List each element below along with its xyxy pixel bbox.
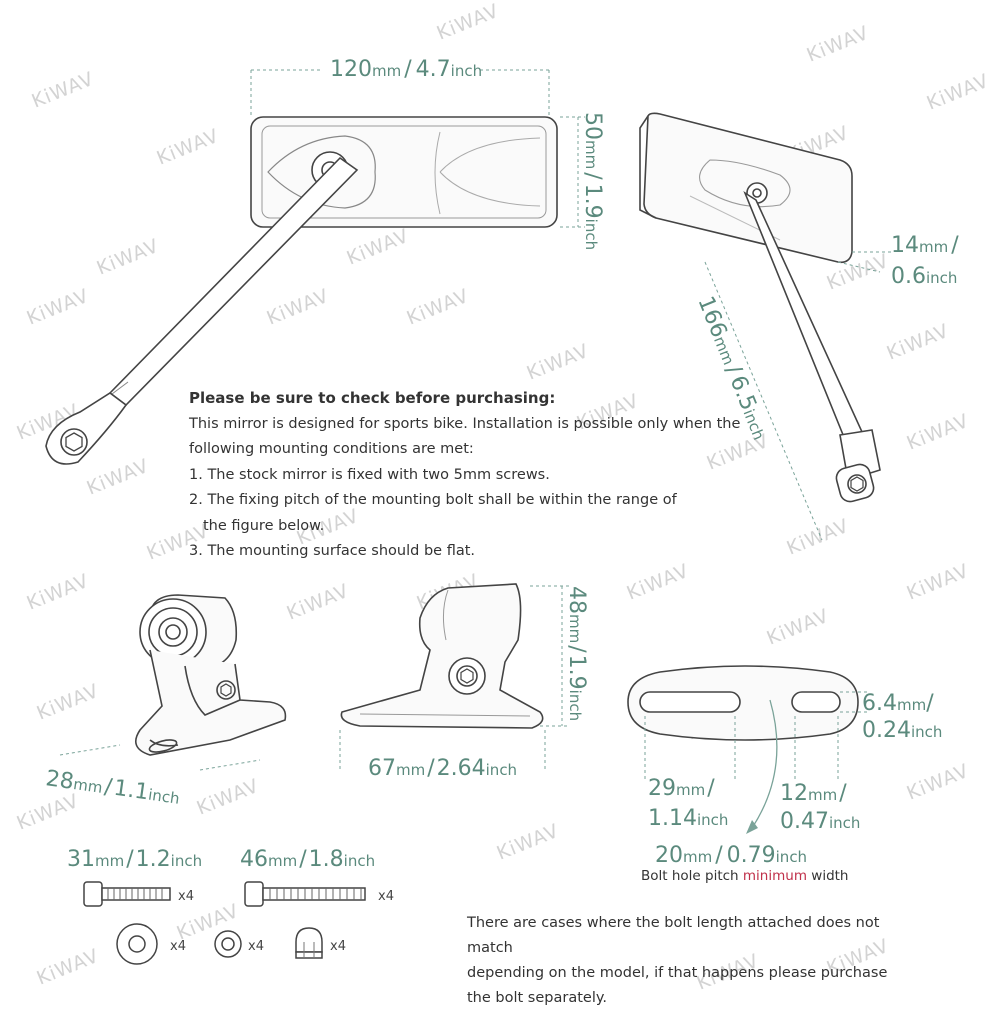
- dim-slot-width: 6.4mm/: [862, 691, 934, 716]
- watermark: KiWAV: [524, 340, 593, 385]
- watermark: KiWAV: [154, 125, 223, 170]
- notice-item: 2. The fixing pitch of the mounting bolt…: [189, 492, 677, 508]
- notice-intro-line: This mirror is designed for sports bike.…: [189, 415, 741, 432]
- dim-mount-length: 67mm/2.64inch: [368, 756, 517, 781]
- watermark: KiWAV: [284, 580, 353, 625]
- watermark: KiWAV: [764, 605, 833, 650]
- bolt-pitch-caption: Bolt hole pitch minimum width: [641, 868, 849, 884]
- dimension-lines: [250, 69, 585, 228]
- watermark: KiWAV: [14, 790, 83, 835]
- watermark: KiWAV: [494, 820, 563, 865]
- watermark: KiWAV: [904, 760, 973, 805]
- pitch-arrowhead: [746, 820, 758, 834]
- note-line: There are cases where the bolt length at…: [467, 915, 880, 956]
- watermark: KiWAV: [404, 285, 473, 330]
- dim-mirror-depth-inch: 0.6inch: [891, 264, 957, 289]
- bolt-length-note: There are cases where the bolt length at…: [467, 911, 927, 1011]
- dim-bolt-pitch: 20mm/0.79inch: [655, 843, 807, 868]
- watermark: KiWAV: [194, 775, 263, 820]
- notice-intro-line: following mounting conditions are met:: [189, 441, 474, 457]
- dim-slot-long-inch: 1.14inch: [648, 806, 728, 831]
- watermark: KiWAV: [24, 285, 93, 330]
- dimension-lines: [339, 585, 570, 770]
- note-line: the bolt separately.: [467, 990, 607, 1006]
- cap-nut-icon: [295, 927, 323, 959]
- washer-large-icon: [116, 923, 158, 965]
- notice-item-continued: the figure below.: [203, 517, 325, 534]
- qty-washer-small: x4: [248, 939, 264, 954]
- qty-bolt-short: x4: [178, 889, 194, 904]
- dim-mirror-height: 50mm/1.9inch: [580, 112, 605, 250]
- watermark: KiWAV: [29, 68, 98, 113]
- dimension-lines: [644, 691, 870, 780]
- mount-side-view: [340, 583, 544, 729]
- bolt-long-icon: [244, 881, 366, 907]
- watermark: KiWAV: [34, 945, 103, 990]
- dim-mount-width: 28mm/1.1inch: [44, 766, 181, 810]
- watermark: KiWAV: [624, 560, 693, 605]
- watermark: KiWAV: [804, 22, 873, 67]
- caption-prefix: Bolt hole pitch: [641, 868, 743, 884]
- notice-item: 1. The stock mirror is fixed with two 5m…: [189, 466, 550, 483]
- mirror-side-view: [639, 112, 881, 503]
- qty-bolt-long: x4: [378, 889, 394, 904]
- watermark: KiWAV: [94, 235, 163, 280]
- watermark: KiWAV: [24, 570, 93, 615]
- caption-suffix: width: [806, 868, 849, 884]
- dim-slot-short: 12mm/: [780, 781, 847, 806]
- qty-cap-nut: x4: [330, 939, 346, 954]
- watermark: KiWAV: [884, 320, 953, 365]
- pitch-arrow: [751, 699, 778, 829]
- dim-slot-short-inch: 0.47inch: [780, 809, 860, 834]
- notice-heading: Please be sure to check before purchasin…: [189, 389, 556, 407]
- dim-mirror-depth: 14mm/: [891, 233, 959, 258]
- watermark: KiWAV: [84, 455, 153, 500]
- watermark: KiWAV: [34, 680, 103, 725]
- watermark: KiWAV: [904, 410, 973, 455]
- dim-bolt-short: 31mm/1.2inch: [67, 847, 202, 872]
- mount-angle-view: [134, 594, 287, 756]
- watermark: KiWAV: [264, 285, 333, 330]
- dim-mirror-width: 120mm/4.7inch: [330, 57, 482, 82]
- watermark: KiWAV: [784, 515, 853, 560]
- watermark: KiWAV: [344, 225, 413, 270]
- dimension-lines: [704, 251, 892, 541]
- dim-mount-height: 48mm/1.9inch: [564, 586, 589, 721]
- dimension-lines: [59, 744, 261, 771]
- notice-item: 3. The mounting surface should be flat.: [189, 543, 476, 559]
- watermark: KiWAV: [904, 560, 973, 605]
- caption-highlight: minimum: [742, 868, 807, 884]
- dim-slot-long: 29mm/: [648, 776, 715, 801]
- watermark: KiWAV: [434, 0, 503, 45]
- qty-washer-large: x4: [170, 939, 186, 954]
- note-line: depending on the model, if that happens …: [467, 965, 888, 981]
- dim-slot-width-inch: 0.24inch: [862, 718, 942, 743]
- mirror-front-view: [45, 116, 558, 465]
- washer-small-icon: [214, 930, 242, 958]
- base-plate-top-view: [627, 665, 859, 741]
- dim-bolt-long: 46mm/1.8inch: [240, 847, 375, 872]
- watermark: KiWAV: [924, 70, 993, 115]
- purchase-notice: Please be sure to check before purchasin…: [189, 386, 749, 565]
- bolt-short-icon: [83, 881, 171, 907]
